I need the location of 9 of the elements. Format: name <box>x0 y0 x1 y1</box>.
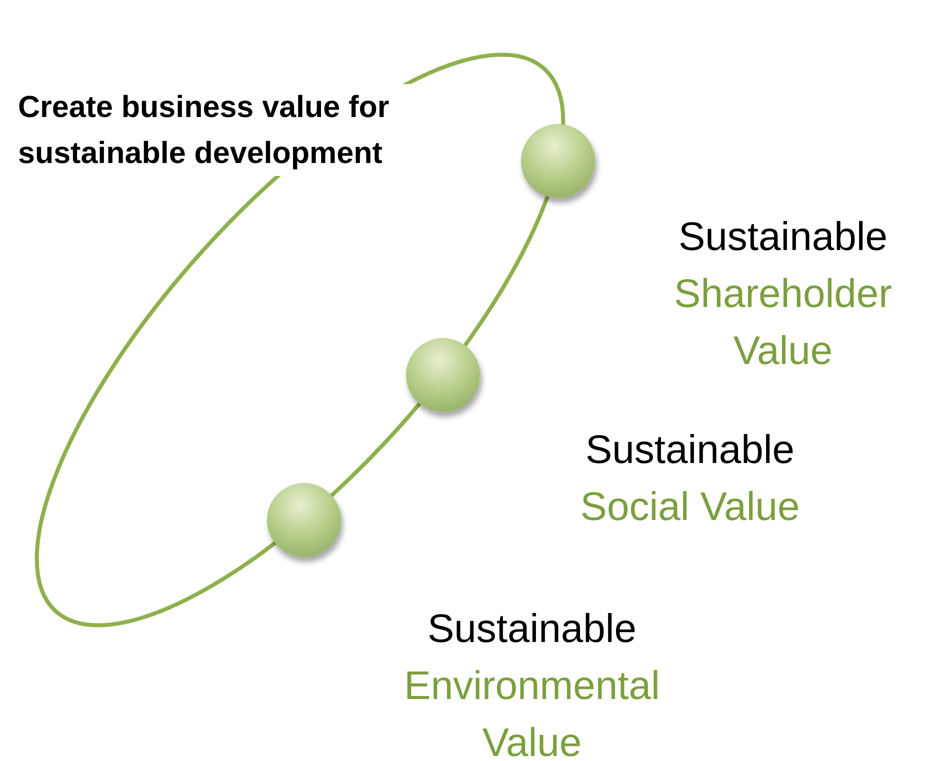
circle-marker <box>521 124 596 198</box>
value-heading: Sustainable <box>584 427 796 474</box>
value-heading: Sustainable <box>677 214 889 261</box>
circle-marker <box>267 482 342 557</box>
circle-marker <box>406 338 480 412</box>
value-name: Shareholder Value <box>673 271 893 375</box>
value-name: Environmental Value <box>403 663 661 761</box>
value-heading: Sustainable <box>426 606 638 653</box>
value-name: Social Value <box>579 484 801 531</box>
